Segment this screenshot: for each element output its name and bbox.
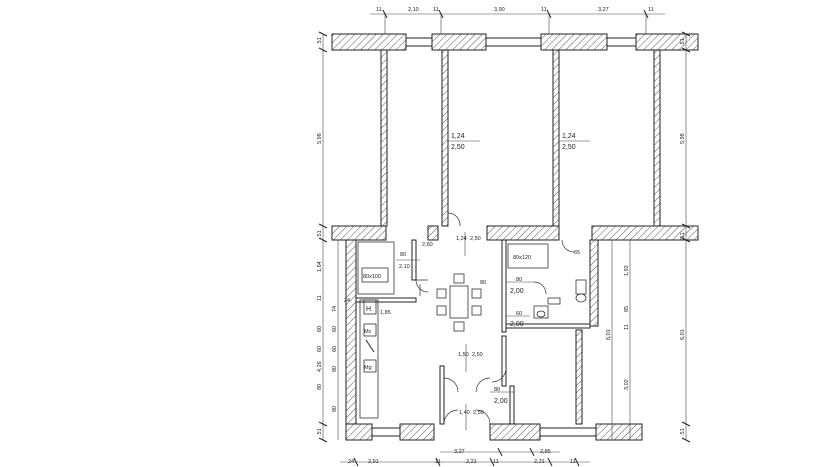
dim-left-1: 5,98: [317, 133, 323, 144]
dim-top-2: 11: [433, 7, 439, 13]
toilet: [575, 279, 587, 295]
dim-left-6: 74: [332, 306, 338, 312]
dim-left-4: 11: [317, 295, 323, 301]
corridor-door-height: 2,50: [470, 236, 481, 242]
upper-left-balcony-height: 2,50: [451, 144, 465, 151]
dim-right-8: 6,01: [680, 329, 686, 340]
lower-walls: [345, 239, 643, 441]
dim-left-15: .51: [317, 428, 323, 436]
kitchen: 80x100 H Mc Mg 1,85 80 2,10: [357, 241, 429, 419]
room-door: 80 2,00: [490, 367, 514, 405]
fridge-box: [363, 299, 377, 315]
kitchen-door-width: 80: [400, 252, 406, 258]
hall-door-height: 2,50: [472, 352, 483, 358]
dim-left-11: 4,26: [317, 361, 323, 372]
hall-door-width: 1,50: [458, 352, 469, 358]
dim-bottom-1: 2,91: [368, 459, 379, 465]
dim-left-13: 80: [317, 384, 323, 390]
kitchen-door-height: 2,10: [399, 264, 410, 270]
corridor-door-width: 1,24: [456, 236, 467, 242]
shower-size: 80x120: [513, 255, 531, 261]
dim-left-8: 60: [332, 346, 338, 352]
bath-door-height: 2,00: [510, 288, 524, 295]
upper-right-balcony-height: 2,50: [562, 144, 576, 151]
bathroom: 80x120 65 80 2,00: [506, 239, 587, 305]
dim-top-0: 11: [376, 7, 382, 13]
kitchen-counter-size: 80x100: [363, 274, 381, 280]
dim-left-2: .51: [317, 230, 323, 238]
fridge-label: H: [366, 306, 371, 313]
upper-left-balcony-width: 1,24: [451, 133, 465, 140]
dim-left-7: 60: [332, 326, 338, 332]
upper-walls: 1,24 2,50 1,24 2,50: [331, 33, 699, 227]
dim-bottom-5: 11: [493, 459, 499, 465]
entry-door: 1,40 2,50: [443, 404, 491, 430]
dim-top-5: 3,27: [598, 7, 609, 13]
dim-left-9: 60: [317, 326, 323, 332]
dim-right-2: .51: [680, 232, 686, 240]
dim-top-3: 3,90: [494, 7, 505, 13]
dim-right-1: 5,98: [680, 133, 686, 144]
corridor-door: 1,24 2,50 2,60: [422, 232, 481, 256]
dim-left-10: 60: [317, 346, 323, 352]
dim-bottom-0: 24: [348, 459, 354, 465]
bath-door-width: 80: [516, 277, 522, 283]
wc: 60 2,00: [506, 305, 549, 328]
wc-door-width: 60: [516, 311, 522, 317]
dim-bottom-7: 2,31: [534, 459, 545, 465]
small-2-60-label: 2,60: [422, 242, 433, 248]
wc-door-height: 2,00: [510, 321, 524, 328]
small-65-label: 65: [574, 250, 580, 256]
dim-bottom-3: 3,27: [454, 449, 465, 455]
entry-door-height: 2,50: [473, 410, 484, 416]
washer-label: Mc: [364, 329, 372, 335]
dim-left-12: 80: [332, 366, 338, 372]
upper-right-balcony-width: 1,24: [562, 133, 576, 140]
middle-walls: [331, 225, 699, 241]
hall-door: 1,50 2,50: [443, 344, 491, 393]
room-door-height: 2,00: [494, 398, 508, 405]
dim-left-0: .51: [317, 37, 323, 45]
dim-top-6: 11: [648, 7, 654, 13]
dim-bottom-2: 11: [435, 459, 441, 465]
dim-bottom-8: 11: [570, 459, 576, 465]
dim-right-7: 3,02: [624, 379, 630, 390]
kitchen-length: 1,85: [380, 310, 391, 316]
dim-right-5: 11: [624, 324, 630, 330]
left-dimension-chain: .51 5,98 .51 1,64 11 24 74 60 60 60 60 4…: [317, 31, 350, 443]
bottom-dimension-chain: 24 2,91 11 3,27 2,21 11 2,85 2,31 11: [340, 447, 590, 467]
dim-right-4: 1,92: [624, 265, 630, 276]
dim-bottom-4: 2,21: [466, 459, 477, 465]
dim-left-14: 80: [332, 406, 338, 412]
dishwasher-label: Mg: [364, 365, 372, 371]
dim-right-9: .51: [680, 428, 686, 436]
dining-table: [436, 273, 482, 332]
dim-left-5: 24: [344, 298, 350, 304]
right-dimension-chain: .51 5,98 .51 6,01 1,92 11 85 3,02 6,01 .…: [606, 31, 691, 443]
dim-right-6: 85: [624, 306, 630, 312]
dim-top-4: 11: [541, 7, 547, 13]
dim-left-3: 1,64: [317, 261, 323, 272]
dim-right-0: .51: [680, 38, 686, 46]
top-dimension-chain: 11 2,10 11 3,90 11 3,27 11: [370, 7, 665, 34]
small-80-label: 80: [480, 280, 486, 286]
dim-top-1: 2,10: [408, 7, 419, 13]
dim-right-3: 6,01: [606, 329, 612, 340]
room-door-width: 80: [494, 387, 500, 393]
dim-bottom-6: 2,85: [540, 449, 551, 455]
entry-door-width: 1,40: [459, 410, 470, 416]
